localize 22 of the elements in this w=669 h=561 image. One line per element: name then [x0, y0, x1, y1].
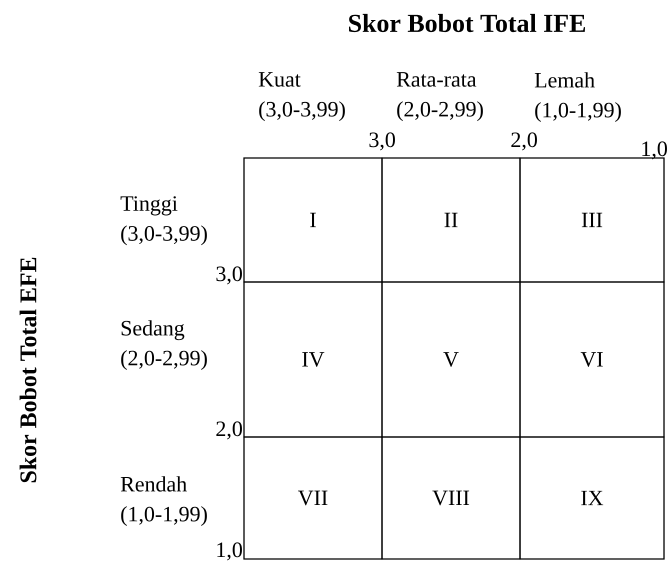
matrix-cell: III: [519, 157, 665, 283]
scale-value: 2,0: [216, 421, 242, 440]
axis-title: Skor Bobot Total EFE: [20, 258, 36, 482]
scale-value: 1,0: [642, 141, 667, 160]
matrix-cell: IV: [243, 281, 383, 438]
row-header: Sedang (2,0-2,99): [121, 320, 207, 370]
axis-title: Skor Bobot Total IFE: [349, 14, 586, 32]
matrix-cell: IX: [519, 436, 665, 560]
scale-value: 3,0: [369, 132, 395, 150]
matrix-cell: VI: [519, 281, 665, 438]
column-header: Rata-rata (2,0-2,99): [396, 72, 483, 122]
column-header: Lemah (1,0-1,99): [534, 72, 621, 122]
scale-value: 3,0: [216, 266, 242, 284]
matrix-cell: VIII: [381, 436, 521, 560]
row-header: Rendah (1,0-1,99): [120, 476, 207, 526]
matrix-cell: II: [381, 157, 521, 283]
matrix-cell: I: [243, 157, 383, 283]
matrix-cell: VII: [243, 436, 383, 560]
row-header: Tinggi (3,0-3,99): [120, 196, 207, 246]
scale-value: 2,0: [511, 132, 537, 150]
matrix-cell: V: [381, 281, 521, 438]
column-header: Kuat (3,0-3,99): [258, 72, 345, 122]
